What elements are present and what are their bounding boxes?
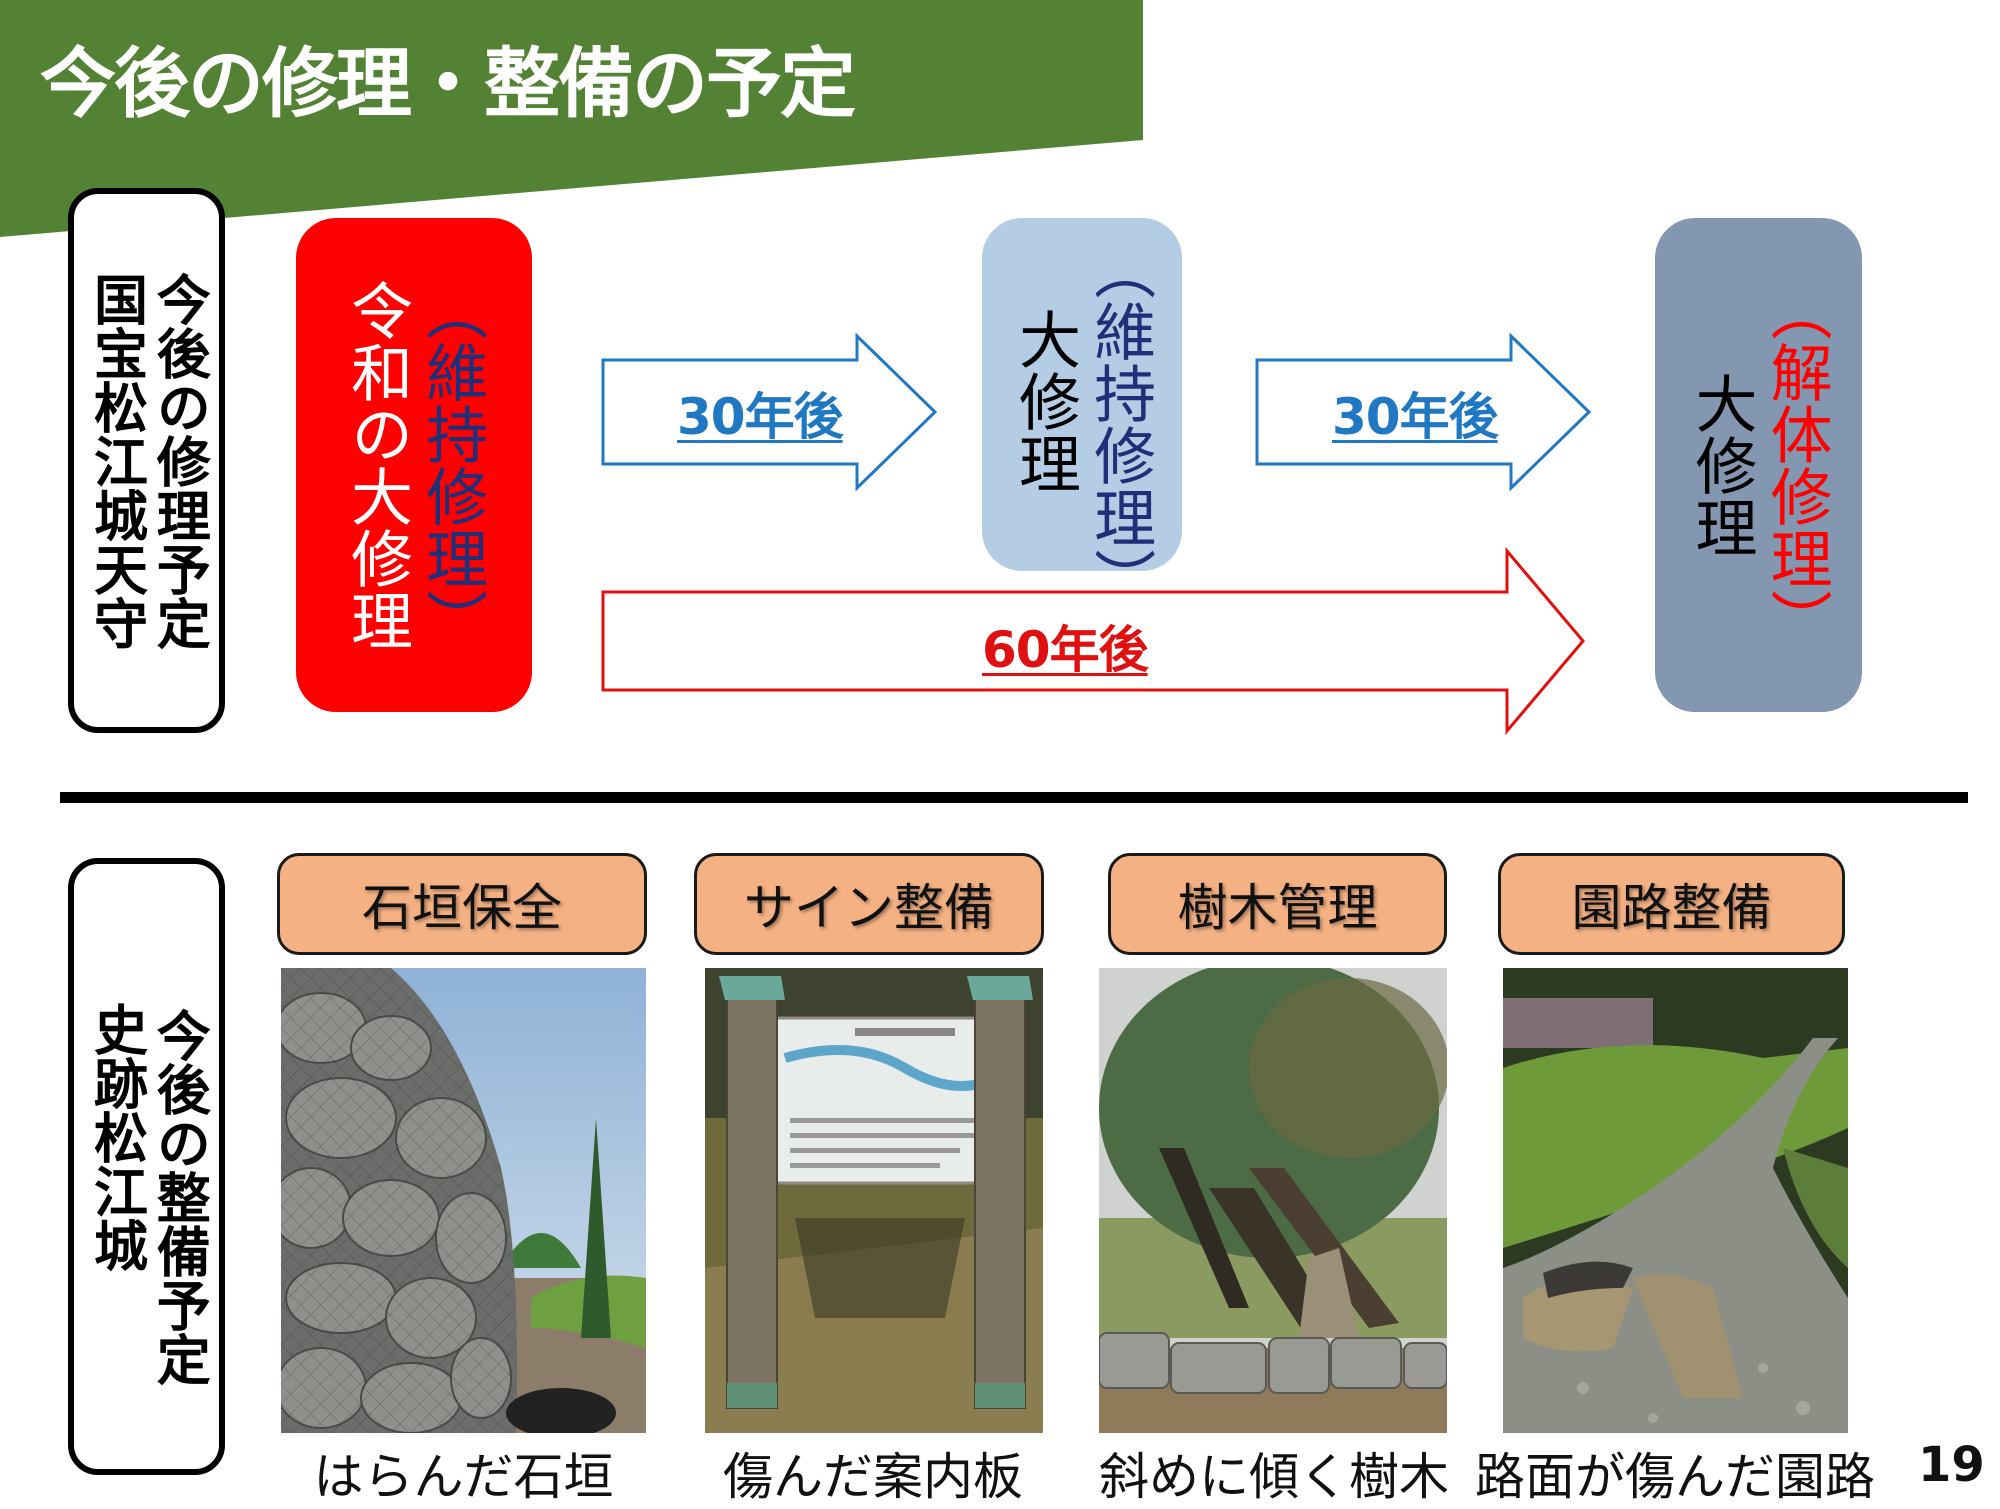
stage-1-main: 令和の大修理 bbox=[340, 279, 413, 651]
caption-damaged-garden-path: 路面が傷んだ園路 bbox=[1475, 1448, 1875, 1506]
site-label-line1: 今後の整備予定 bbox=[147, 1007, 211, 1386]
section-divider bbox=[60, 792, 1968, 803]
site-section-label: 今後の整備予定 史跡松江城 bbox=[68, 858, 225, 1475]
stage-reiwa-major-repair: （維持修理） 令和の大修理 bbox=[296, 218, 532, 712]
stage-60y-dismantling-repair: （解体修理） 大修理 bbox=[1655, 218, 1862, 712]
tenshu-label-line2: 国宝松江城天守 bbox=[84, 271, 148, 650]
slide-title: 今後の修理・整備の予定 bbox=[40, 39, 856, 128]
right-arrow-icon bbox=[1255, 332, 1592, 492]
arrow-30-years-2: 30年後 bbox=[1255, 332, 1592, 492]
photo-leaning-trees bbox=[1099, 968, 1447, 1433]
category-header-signage: サイン整備 bbox=[694, 853, 1044, 955]
category-header-tree-management: 樹木管理 bbox=[1108, 853, 1447, 955]
stage-3-main: 大修理 bbox=[1684, 372, 1758, 558]
caption-damaged-signboard: 傷んだ案内板 bbox=[723, 1448, 1023, 1506]
tenshu-section-label: 今後の修理予定 国宝松江城天守 bbox=[68, 188, 225, 733]
stage-3-sub: （解体修理） bbox=[1759, 279, 1833, 651]
category-header-garden-path: 園路整備 bbox=[1498, 853, 1845, 955]
right-arrow-icon bbox=[601, 332, 938, 492]
right-arrow-icon bbox=[601, 546, 1585, 736]
photo-bulging-stone-wall bbox=[281, 968, 646, 1433]
category-header-stone-wall: 石垣保全 bbox=[277, 853, 647, 955]
arrow-label-60y: 60年後 bbox=[982, 621, 1149, 679]
stage-30y-major-repair: （維持修理） 大修理 bbox=[982, 218, 1182, 610]
arrow-label-30y-2: 30年後 bbox=[1332, 388, 1499, 446]
arrow-30-years-1: 30年後 bbox=[601, 332, 938, 492]
tenshu-label-line1: 今後の修理予定 bbox=[147, 271, 211, 650]
caption-leaning-trees: 斜めに傾く樹木 bbox=[1099, 1448, 1449, 1506]
arrow-label-30y-1: 30年後 bbox=[677, 388, 844, 446]
photo-damaged-garden-path bbox=[1503, 968, 1848, 1433]
site-label-line2: 史跡松江城 bbox=[84, 1001, 148, 1272]
arrow-60-years: 60年後 bbox=[601, 546, 1585, 736]
page-number: 19 bbox=[1918, 1437, 1985, 1493]
photo-damaged-signboard bbox=[705, 968, 1043, 1433]
stage-2-main: 大修理 bbox=[1008, 308, 1081, 494]
caption-bulging-stone-wall: はらんだ石垣 bbox=[313, 1448, 614, 1506]
stage-2-sub: （維持修理） bbox=[1083, 238, 1157, 610]
stage-1-sub: （維持修理） bbox=[415, 279, 489, 651]
